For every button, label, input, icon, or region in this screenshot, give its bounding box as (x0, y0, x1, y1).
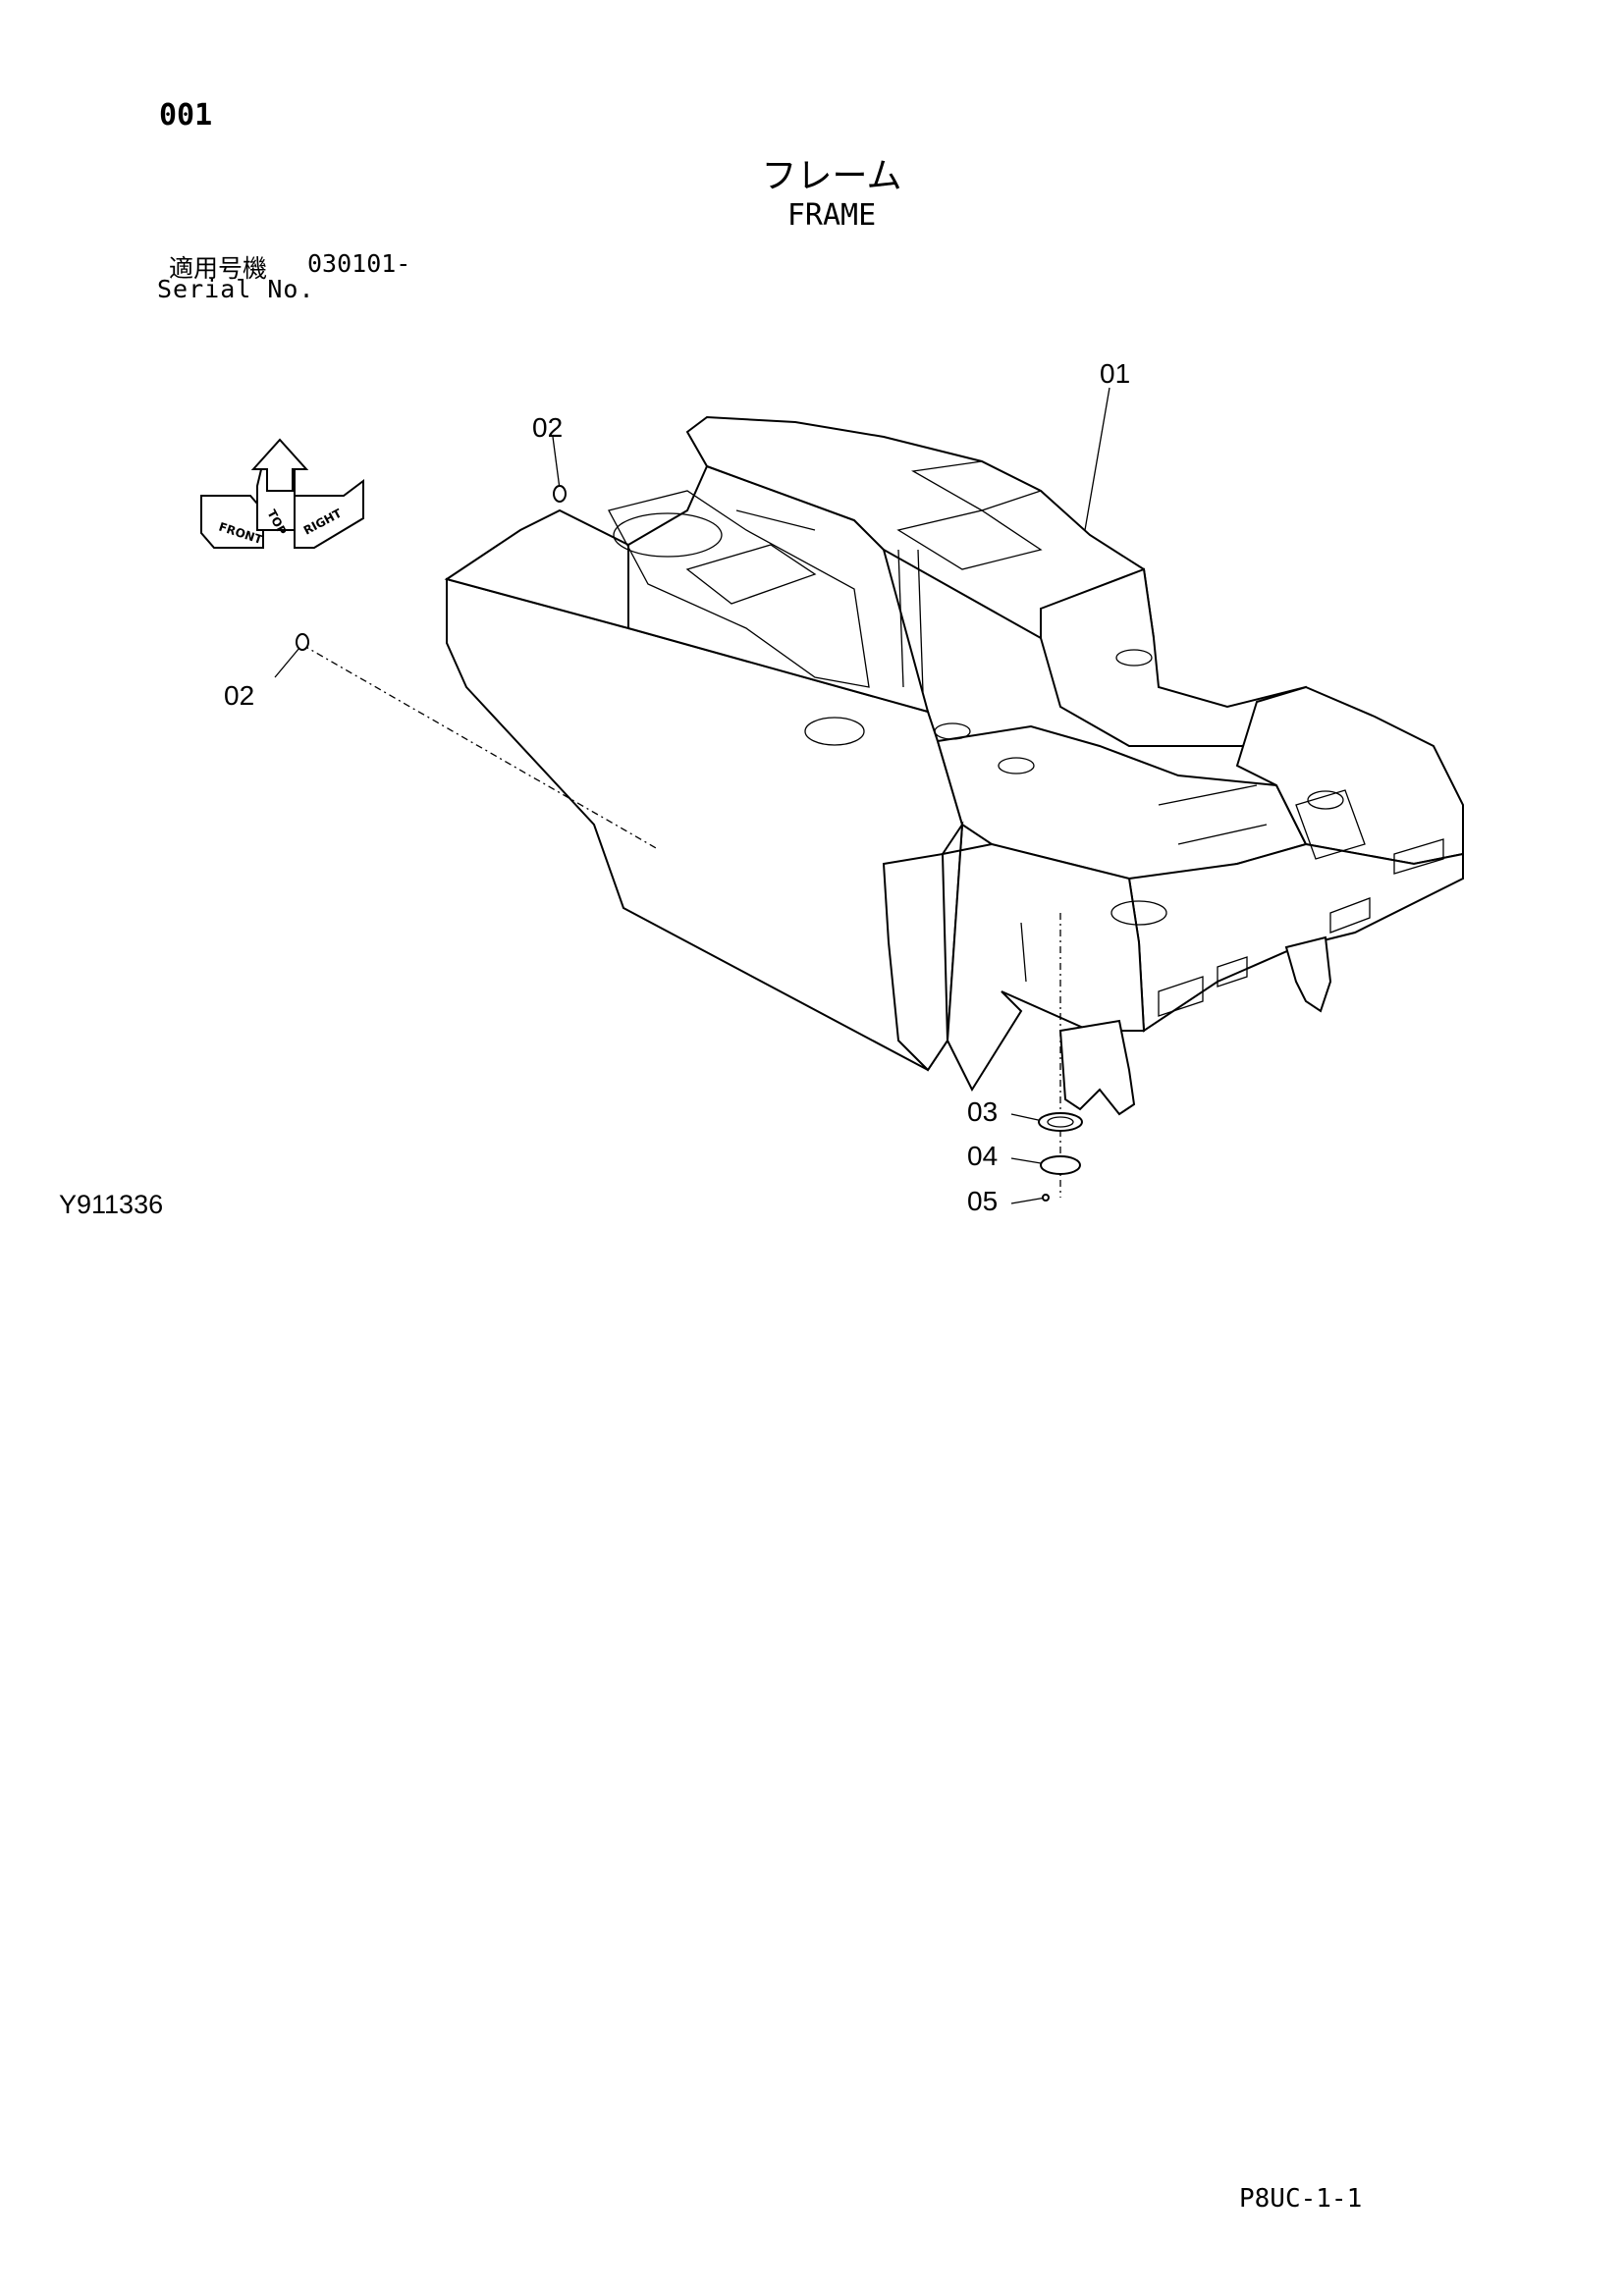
callout-02-upper: 02 (532, 412, 563, 443)
frame-body (444, 415, 1464, 1116)
callout-02-lower: 02 (224, 680, 254, 711)
page-code: P8UC-1-1 (1239, 2184, 1363, 2214)
serial-label-english: Serial No. (157, 275, 315, 303)
callout-04: 04 (967, 1141, 998, 1171)
leader-lines (274, 387, 1110, 1204)
orientation-indicator: FRONT RIGHT TOP (200, 438, 364, 549)
callout-05: 05 (967, 1186, 998, 1216)
serial-range: 030101- (307, 249, 411, 278)
title-japanese: フレーム (761, 156, 902, 196)
drawing-id: Y911336 (59, 1190, 164, 1219)
callout-03: 03 (967, 1096, 998, 1127)
title-english: FRAME (786, 198, 877, 233)
page-number: 001 (159, 98, 213, 133)
callout-01: 01 (1100, 358, 1130, 389)
loose-parts (296, 485, 1083, 1201)
serial-label-japanese: 適用号機 (169, 254, 268, 283)
